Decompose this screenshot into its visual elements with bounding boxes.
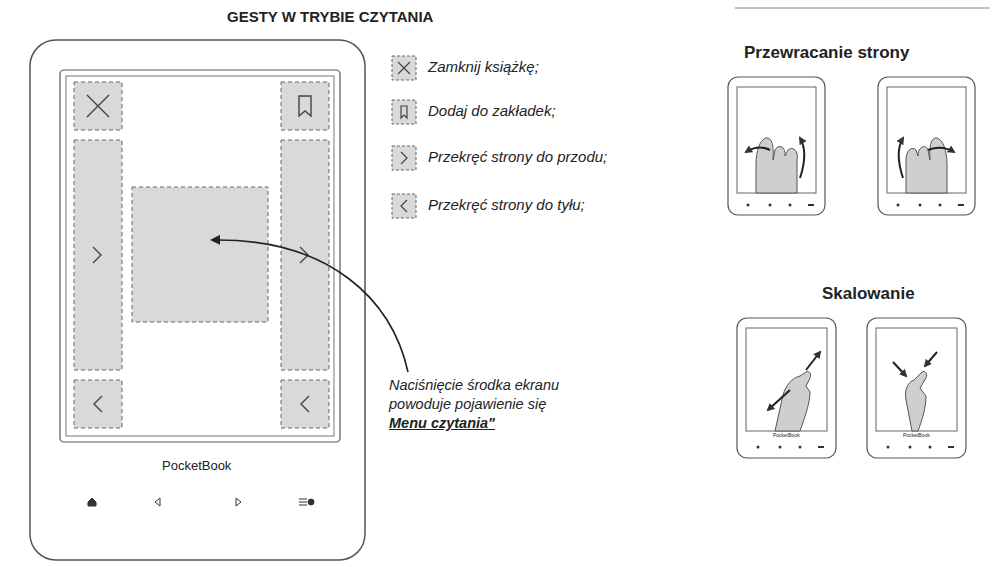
callout-text: Naciśnięcie środka ekranu powoduje pojaw… [389, 377, 559, 412]
legend-text: Zamknij książkę; [428, 58, 539, 75]
legend-text: Przekręć strony do przodu; [428, 148, 607, 165]
section-heading: Skalowanie [822, 285, 915, 304]
menu-link: Menu czytania" [389, 415, 495, 431]
brand-name: PocketBook [162, 459, 231, 473]
legend-text: Przekręć strony do tyłu; [428, 196, 585, 213]
brand-name: PocketBook [773, 433, 800, 439]
page-title: GESTY W TRYBIE CZYTANIA [227, 8, 433, 25]
callout-note: Naciśnięcie środka ekranu powoduje pojaw… [389, 376, 579, 433]
section-heading: Przewracanie strony [744, 44, 909, 63]
legend-text: Dodaj do zakładek; [428, 102, 556, 119]
brand-name: PocketBook [903, 433, 930, 439]
